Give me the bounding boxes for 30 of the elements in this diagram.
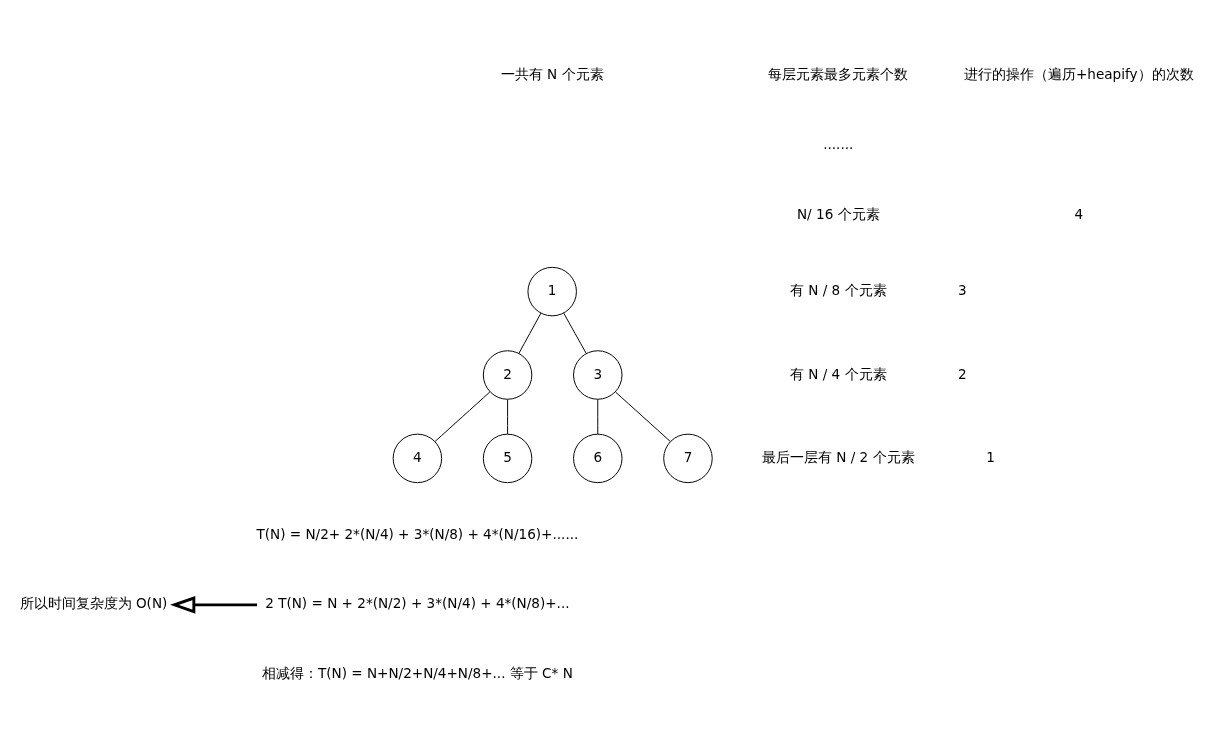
label: 相减得：T(N) = N+N/2+N/4+N/8+... 等于 C* N — [261, 665, 573, 682]
label: 有 N / 8 个元素 — [789, 282, 887, 299]
label: 最后一层有 N / 2 个元素 — [761, 448, 915, 465]
connector — [563, 312, 587, 354]
node-text: 所以时间复杂度为 O(N) — [19, 595, 168, 612]
node-circle: 2 — [482, 350, 533, 400]
arrow — [170, 596, 257, 614]
label: N/ 16 个元素 — [796, 205, 880, 222]
label: ....... — [823, 135, 854, 152]
label: 4 — [1074, 205, 1084, 222]
label: 2 — [958, 365, 967, 382]
node-circle: 1 — [527, 266, 577, 317]
label: 有 N / 4 个元素 — [789, 365, 887, 382]
label: 1 — [986, 448, 995, 465]
connector — [434, 391, 491, 442]
node-circle: 5 — [482, 433, 533, 484]
connector — [507, 399, 509, 435]
label: 一共有 N 个元素 — [500, 65, 604, 82]
label: 进行的操作（遍历+heapify）的次数 — [964, 65, 1194, 82]
label: 每层元素最多元素个数 — [768, 65, 909, 82]
node-circle: 3 — [573, 350, 623, 400]
node-circle: 6 — [573, 433, 623, 484]
label: T(N) = N/2+ 2*(N/4) + 3*(N/8) + 4*(N/16)+...... — [256, 525, 579, 542]
connector — [597, 399, 599, 435]
label: 3 — [958, 282, 967, 299]
connector — [615, 391, 671, 442]
node-circle: 7 — [663, 433, 713, 484]
node-text: 2 T(N) = N + 2*(N/2) + 3*(N/4) + 4*(N/8)+... — [265, 595, 570, 612]
node-circle: 4 — [392, 433, 443, 484]
connector — [518, 312, 542, 354]
